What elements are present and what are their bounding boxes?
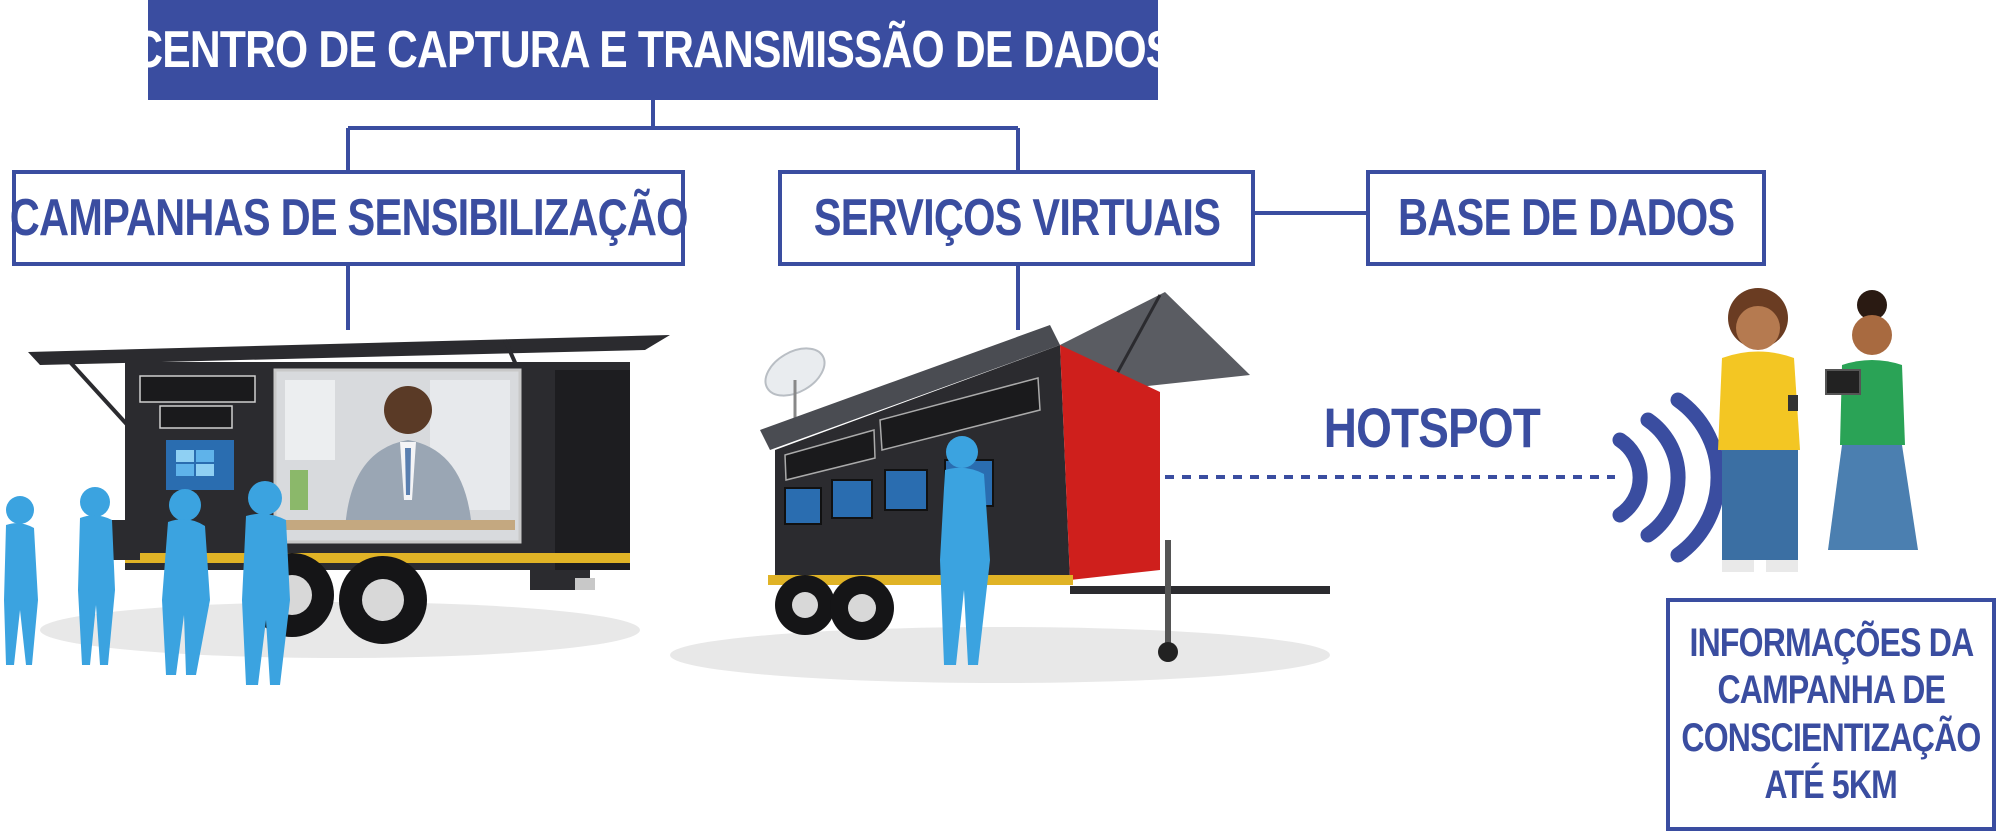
hotspot-label: HOTSPOT [1323, 396, 1541, 459]
node-virtual-services: SERVIÇOS VIRTUAIS [778, 170, 1255, 266]
person-silhouette-3 [162, 489, 210, 675]
person-man-with-phone [1718, 288, 1800, 572]
info-line-3: CONSCIENTIZAÇÃO [1681, 715, 1981, 760]
node-campaign-info: INFORMAÇÕES DA CAMPANHA DE CONSCIENTIZAÇ… [1666, 598, 1996, 831]
info-line-1: INFORMAÇÕES DA [1689, 621, 1974, 666]
info-line-2: CAMPANHA DE [1717, 668, 1945, 713]
people-silhouettes [4, 436, 990, 685]
info-line-4: ATÉ 5KM [1764, 762, 1898, 807]
title-box: CENTRO DE CAPTURA E TRANSMISSÃO DE DADOS [132, 0, 1174, 100]
node-virtual-services-label: SERVIÇOS VIRTUAIS [813, 189, 1220, 247]
node-campaigns-label: CAMPANHAS DE SENSIBILIZAÇÃO [9, 189, 689, 247]
person-silhouette-5 [940, 436, 990, 665]
connector-lines [346, 100, 1366, 330]
trailer-right-illustration [670, 292, 1330, 683]
node-campaigns: CAMPANHAS DE SENSIBILIZAÇÃO [9, 170, 689, 266]
person-silhouette-2 [78, 487, 115, 665]
page-title: CENTRO DE CAPTURA E TRANSMISSÃO DE DADOS [132, 21, 1174, 79]
person-silhouette-4 [242, 481, 290, 685]
person-silhouette-1 [4, 496, 38, 665]
hotspot-label-box: HOTSPOT [1300, 395, 1541, 460]
person-woman-with-tablet [1825, 290, 1918, 550]
wifi-signal-icon [1612, 392, 1726, 563]
node-database: BASE DE DADOS [1366, 170, 1766, 266]
trailer-left-illustration [28, 335, 670, 658]
node-database-label: BASE DE DADOS [1397, 189, 1735, 247]
